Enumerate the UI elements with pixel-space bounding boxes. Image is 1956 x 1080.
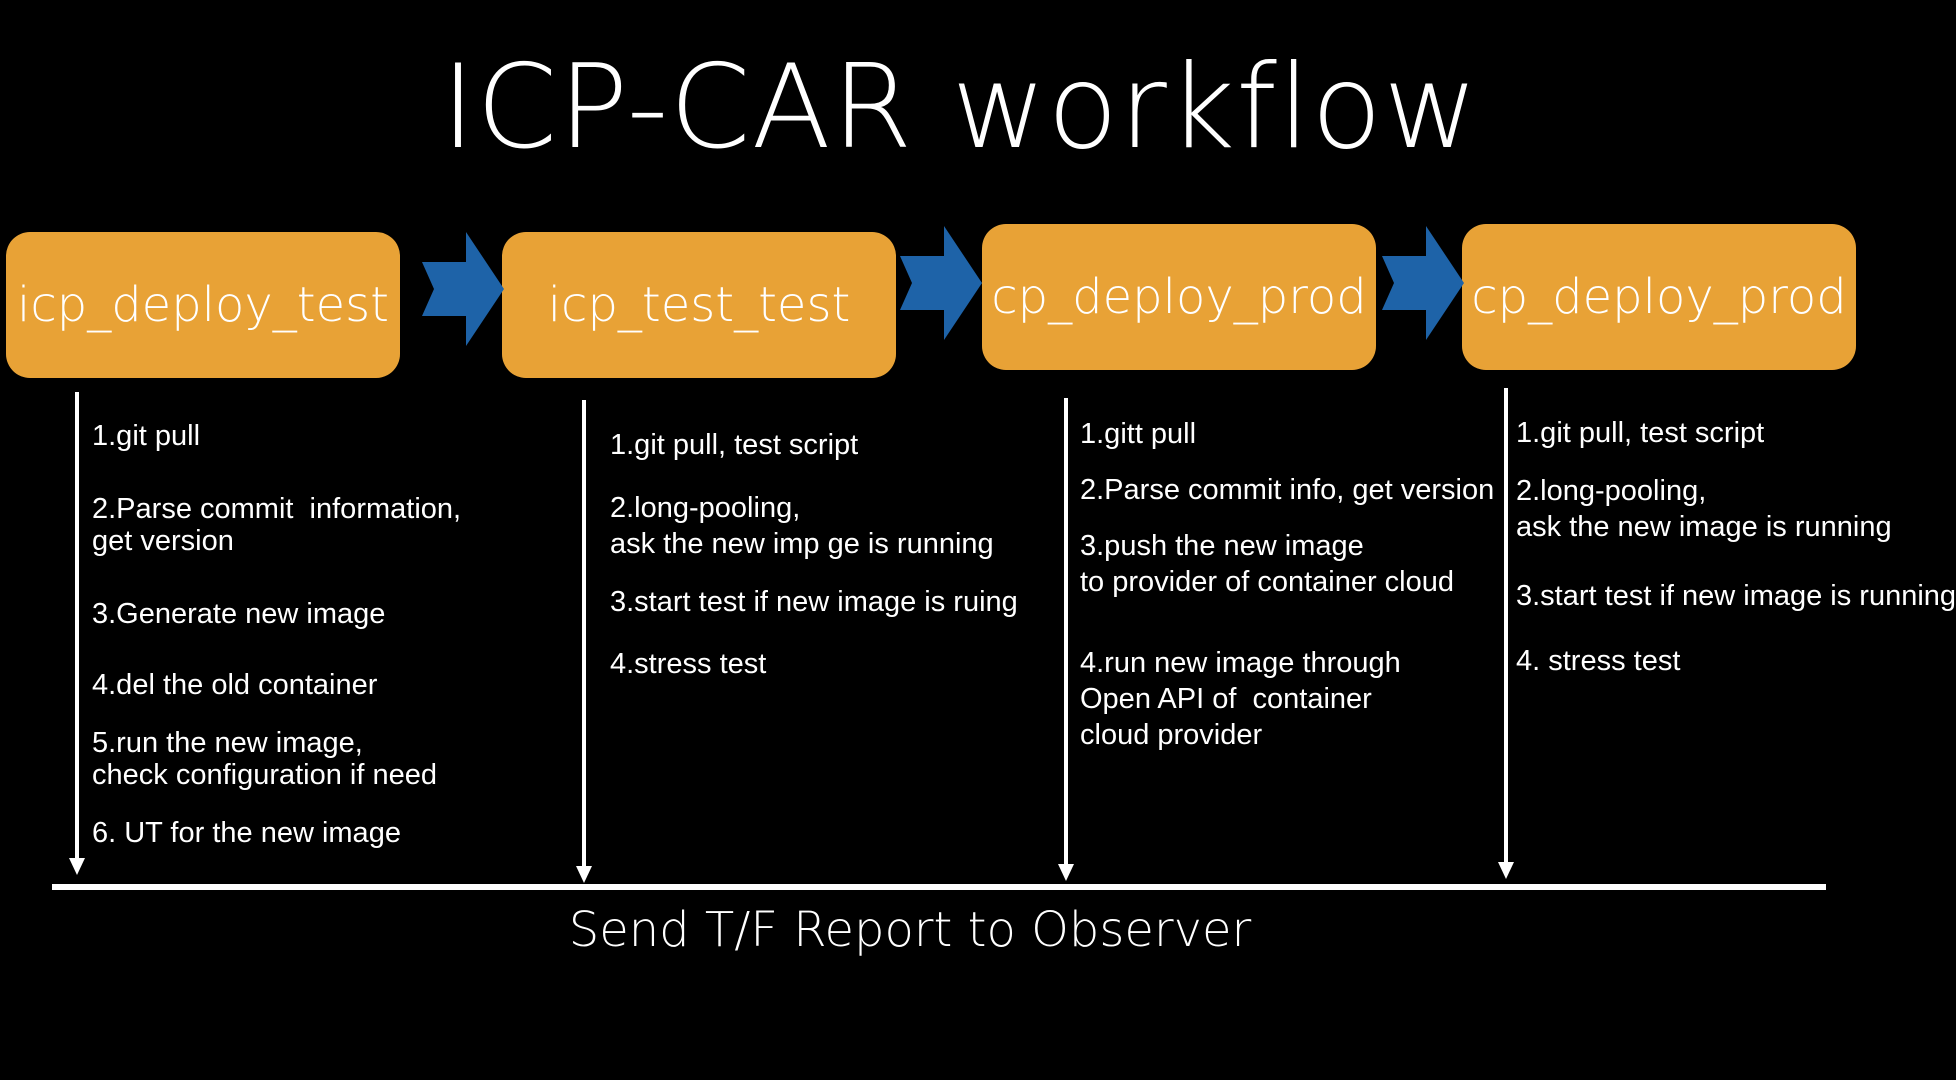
step-text: 1.git pull, test script	[610, 429, 859, 461]
step-text: 1.git pull	[92, 420, 201, 452]
stage-box-cp-deploy-prod-2: cp_deploy_prod	[1462, 224, 1856, 370]
chevron-arrow-icon	[900, 226, 982, 340]
timeline-arrowhead	[69, 858, 85, 875]
step-text: 6. UT for the new image	[92, 817, 401, 849]
footer-caption: Send T/F Report to Observer	[568, 902, 1252, 958]
chevron-arrow-icon	[422, 232, 504, 346]
stage-label: icp_test_test	[547, 277, 851, 333]
step-text: 4.run new image through Open API of cont…	[1080, 647, 1401, 751]
stage-box-icp-deploy-test: icp_deploy_test	[6, 232, 400, 378]
stage-box-icp-test-test: icp_test_test	[502, 232, 896, 378]
timeline-arrowhead	[576, 866, 592, 883]
step-text: 5.run the new image, check configuration…	[92, 727, 437, 791]
stage-box-cp-deploy-prod-1: cp_deploy_prod	[982, 224, 1376, 370]
stage-label: cp_deploy_prod	[1471, 269, 1847, 325]
stage-label: cp_deploy_prod	[991, 269, 1367, 325]
chevron-arrow-icon	[1382, 226, 1464, 340]
step-text: 4. stress test	[1516, 645, 1681, 677]
step-text: 3.start test if new image is running	[1516, 580, 1956, 612]
step-text: 1.git pull, test script	[1516, 417, 1765, 449]
step-text: 2.Parse commit information, get version	[92, 493, 462, 557]
step-text: 2.long-pooling, ask the new imp ge is ru…	[610, 492, 994, 560]
step-text: 3.push the new image to provider of cont…	[1080, 530, 1454, 598]
stage-label: icp_deploy_test	[17, 277, 389, 333]
timeline-arrowhead	[1058, 864, 1074, 881]
timeline-arrowhead	[1498, 862, 1514, 879]
step-text: 3.start test if new image is ruing	[610, 586, 1018, 618]
step-text: 1.gitt pull	[1080, 418, 1197, 450]
step-text: 2.long-pooling, ask the new image is run…	[1516, 475, 1892, 543]
step-text: 4.del the old container	[92, 669, 378, 701]
diagram-title: ICP-CAR workflow	[441, 40, 1479, 175]
step-text: 3.Generate new image	[92, 598, 386, 630]
step-text: 4.stress test	[610, 648, 767, 680]
step-text: 2.Parse commit info, get version	[1080, 474, 1495, 506]
